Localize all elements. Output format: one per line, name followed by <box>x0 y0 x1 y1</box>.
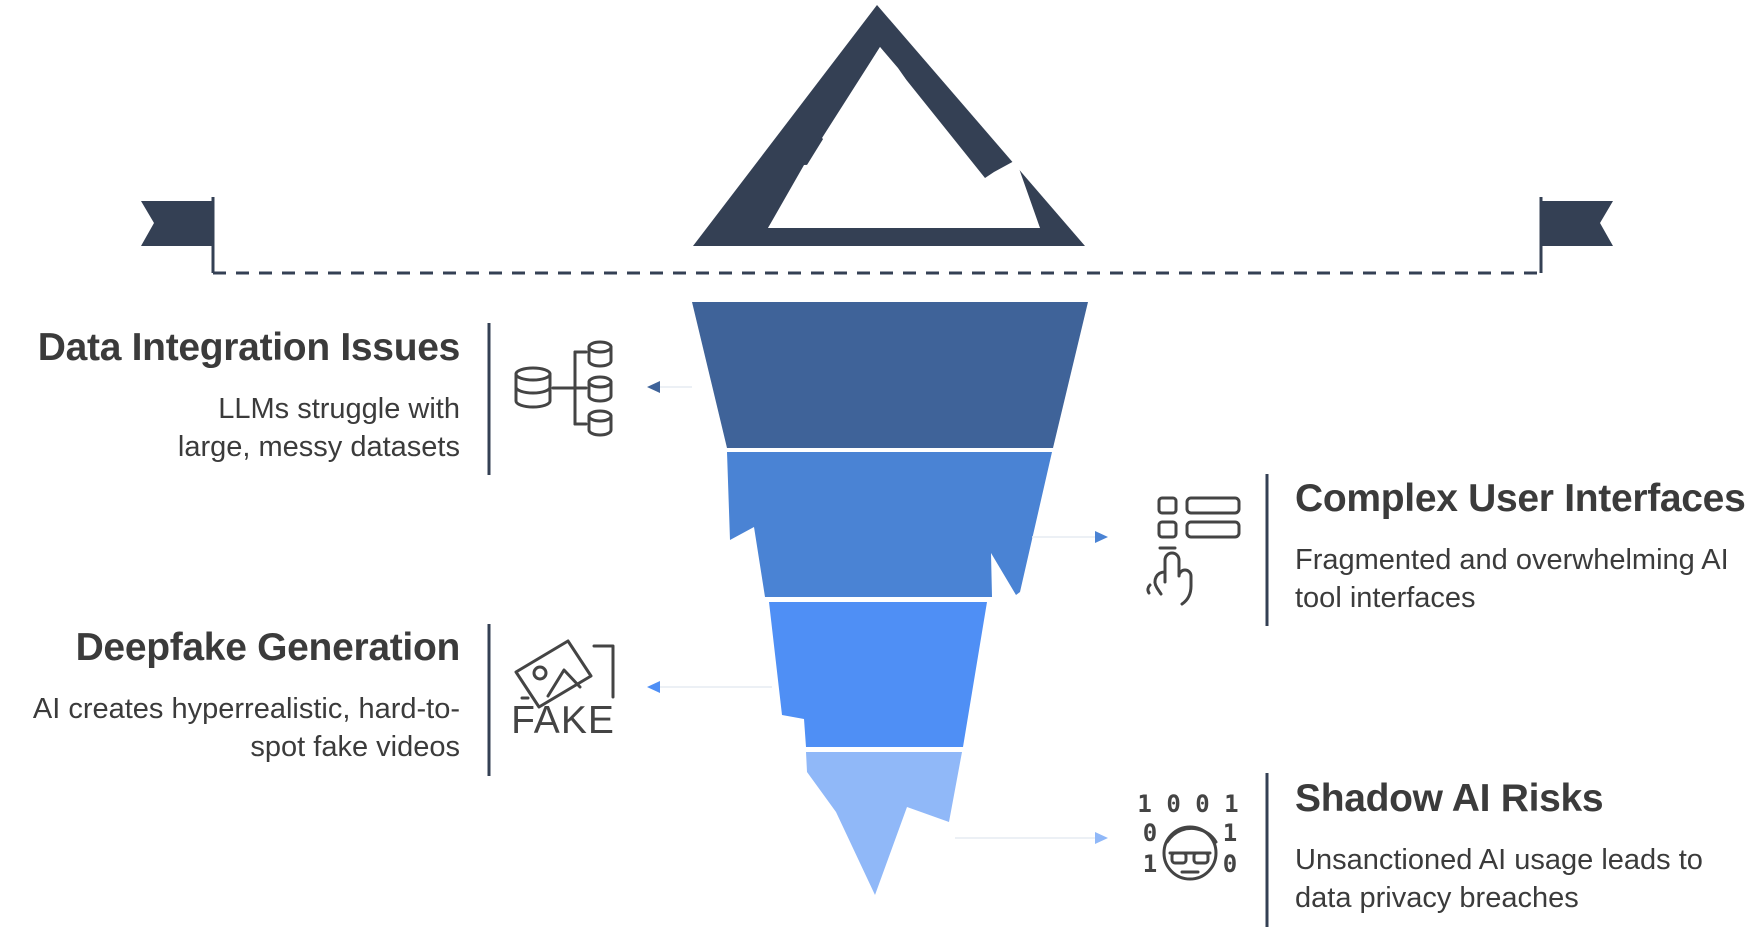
layer-text-complex-ui: Complex User Interfaces Fragmented and o… <box>1295 477 1763 617</box>
connector-shadow-ai <box>955 832 1108 844</box>
layer-description: LLMs struggle with large, messy datasets <box>177 393 460 463</box>
layer-text-data-integration: Data Integration Issues LLMs struggle wi… <box>0 326 461 466</box>
right-flag-icon <box>1539 197 1613 273</box>
layer-description: Unsanctioned AI usage leads to data priv… <box>1295 844 1703 914</box>
fake-image-icon: FAKE <box>511 639 615 742</box>
layer-4-shadow-ai <box>806 752 962 895</box>
layer-2-complex-ui <box>727 452 1052 597</box>
binary-hacker-icon: 1 0 0 1 0 1 1 0 <box>1137 790 1239 881</box>
binary-right-1: 1 <box>1223 819 1237 847</box>
layer-title: Complex User Interfaces <box>1295 477 1746 520</box>
layer-description: Fragmented and overwhelming AI tool inte… <box>1295 544 1729 614</box>
layer-title: Deepfake Generation <box>75 626 461 669</box>
connector-data-integration <box>647 381 692 393</box>
layer-1-data-integration <box>692 302 1088 448</box>
layer-3-deepfake <box>769 602 987 747</box>
layer-text-shadow-ai: Shadow AI Risks Unsanctioned AI usage le… <box>1295 777 1763 917</box>
layer-text-deepfake: Deepfake Generation AI creates hyperreal… <box>0 626 460 766</box>
left-flag-icon <box>141 197 215 273</box>
connector-deepfake <box>647 681 772 693</box>
layer-title: Shadow AI Risks <box>1295 777 1604 820</box>
touch-interface-icon <box>1146 496 1241 606</box>
fake-label: FAKE <box>511 699 615 742</box>
binary-left-2: 1 <box>1143 850 1157 878</box>
mountain-peak-icon <box>693 5 1085 246</box>
layer-description: AI creates hyperrealistic, hard-to-spot … <box>32 693 460 763</box>
binary-left-1: 0 <box>1143 819 1157 847</box>
database-network-icon <box>514 340 613 437</box>
binary-row-top: 1 0 0 1 <box>1137 790 1238 818</box>
binary-right-2: 0 <box>1223 850 1237 878</box>
layer-title: Data Integration Issues <box>37 326 461 369</box>
connector-complex-ui <box>1032 531 1108 543</box>
